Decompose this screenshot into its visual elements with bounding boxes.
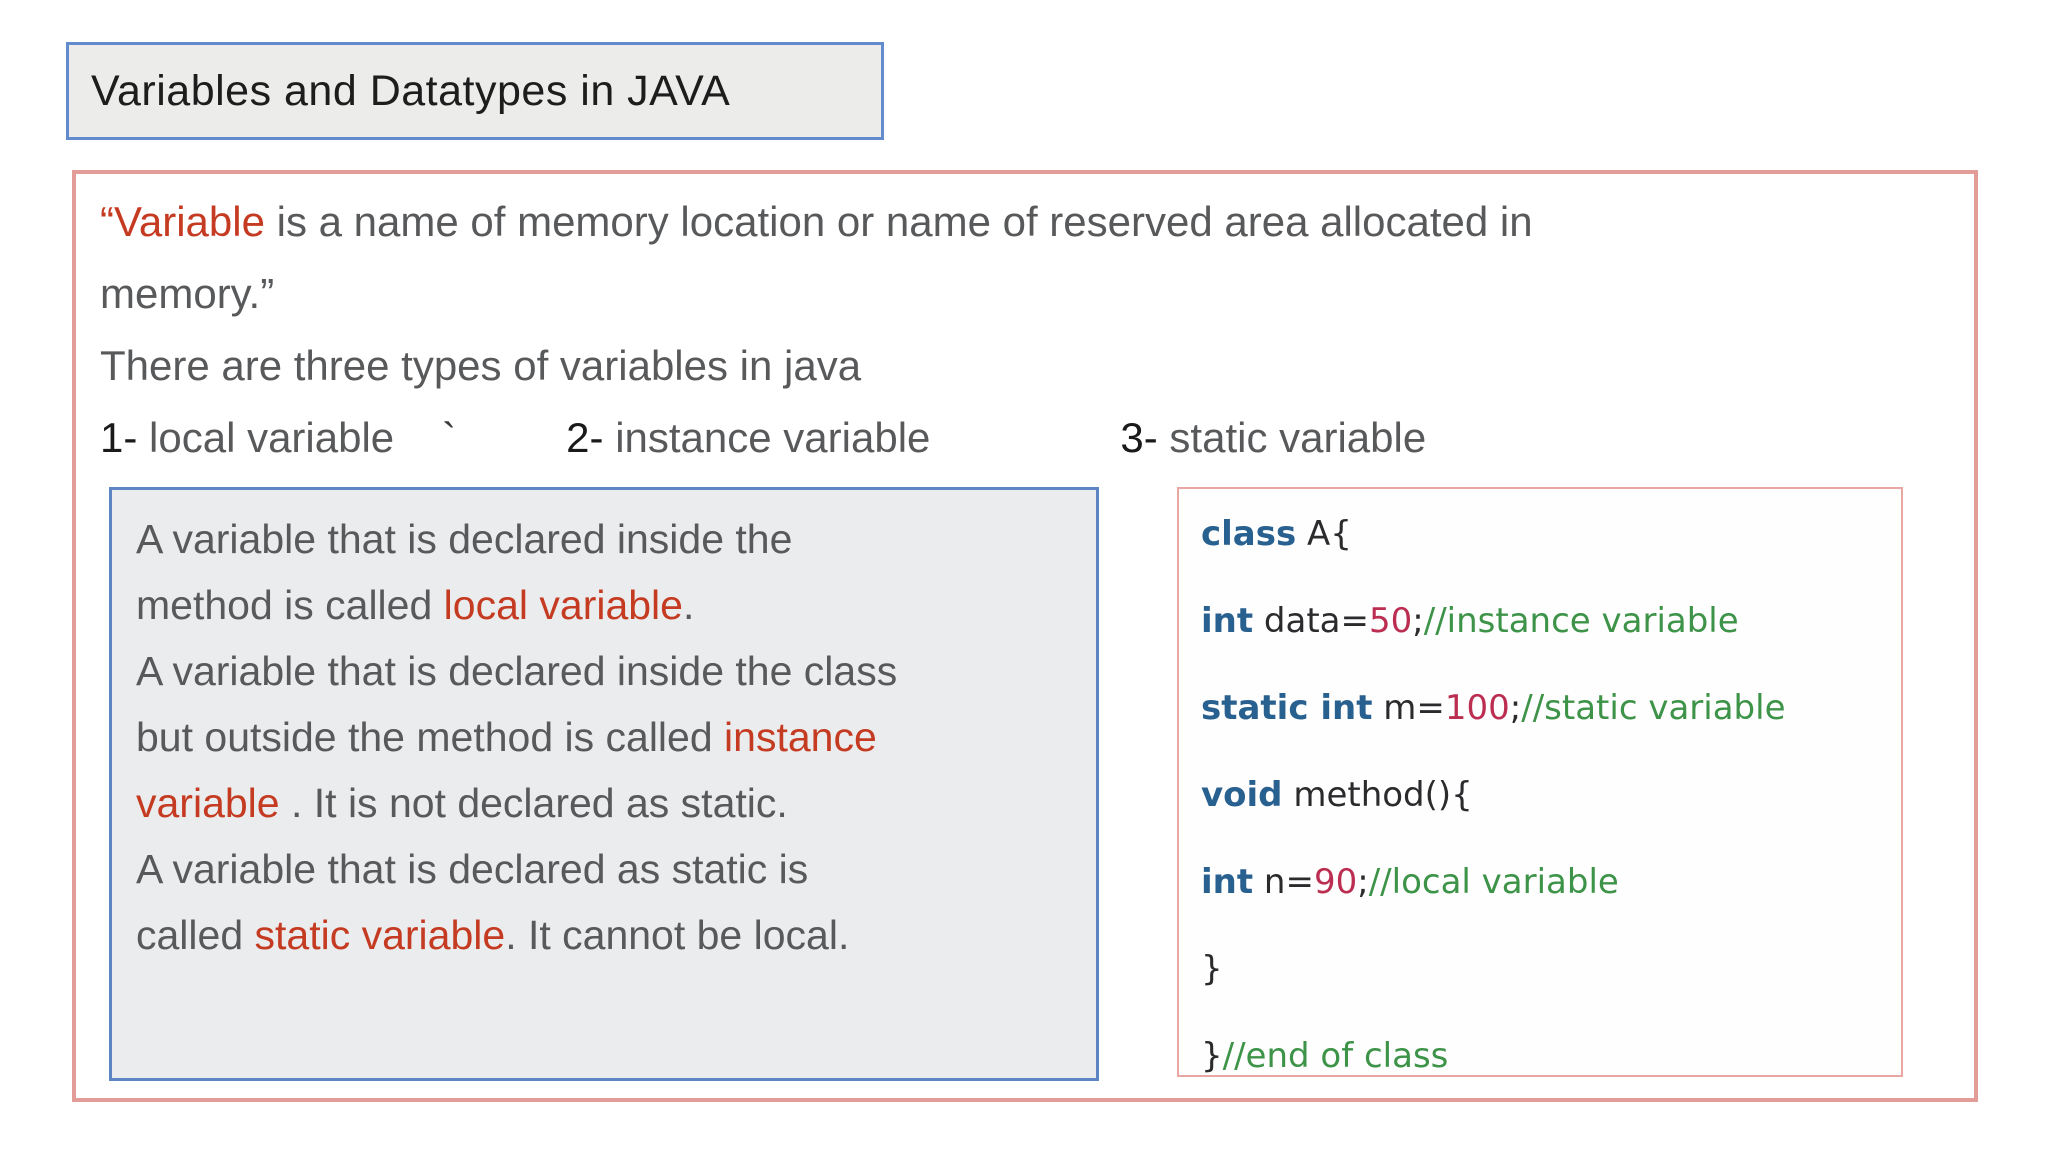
- backtick-separator: `: [442, 414, 457, 461]
- text-segment: . It cannot be local.: [505, 912, 850, 958]
- explanation-line: A variable that is declared as static is: [136, 836, 1096, 902]
- text-segment: }: [1201, 949, 1223, 989]
- text-segment: //end of class: [1222, 1036, 1449, 1076]
- type-number: 1-: [100, 414, 138, 461]
- text-segment: instance: [724, 714, 877, 760]
- intro-line: “Variable is a name of memory location o…: [100, 186, 1974, 258]
- explanation-line: called static variable. It cannot be loc…: [136, 902, 1096, 968]
- type-item-instance: 2- instance variable: [566, 402, 930, 474]
- text-segment: n=: [1253, 862, 1314, 902]
- explanation-line: method is called local variable.: [136, 572, 1096, 638]
- intro-line: memory.”: [100, 258, 1974, 330]
- type-label: local variable: [137, 414, 395, 461]
- text-segment: 90: [1313, 862, 1358, 902]
- text-segment: method(){: [1282, 775, 1473, 815]
- type-item-local: 1- local variable: [100, 402, 394, 474]
- intro-paragraph: “Variable is a name of memory location o…: [76, 174, 1974, 402]
- main-content-box: “Variable is a name of memory location o…: [72, 170, 1978, 1102]
- text-segment: called: [136, 912, 255, 958]
- text-segment: memory.”: [100, 270, 275, 317]
- text-segment: “Variable: [100, 198, 265, 245]
- text-segment: A variable that is declared as static is: [136, 846, 809, 892]
- type-item-static: 3- static variable: [1120, 402, 1426, 474]
- type-number: 2-: [566, 414, 604, 461]
- slide-title-box: Variables and Datatypes in JAVA: [66, 42, 884, 140]
- text-segment: .: [682, 582, 695, 628]
- text-segment: //instance variable: [1423, 601, 1739, 641]
- text-segment: static int: [1201, 688, 1373, 728]
- text-segment: int: [1201, 601, 1254, 641]
- text-segment: local variable: [443, 582, 683, 628]
- text-segment: variable: [136, 780, 280, 826]
- code-line: static int m=100;//static variable: [1201, 665, 1901, 752]
- explanation-line: A variable that is declared inside the: [136, 506, 1096, 572]
- explanation-box: A variable that is declared inside the me…: [109, 487, 1099, 1081]
- text-segment: ;: [1412, 601, 1424, 641]
- text-segment: A variable that is declared inside the: [136, 516, 793, 562]
- text-segment: data=: [1253, 601, 1370, 641]
- text-segment: //static variable: [1521, 688, 1786, 728]
- code-line: }//end of class: [1201, 1013, 1901, 1100]
- type-number: 3-: [1120, 414, 1158, 461]
- text-segment: void: [1201, 775, 1283, 815]
- text-segment: ;: [1509, 688, 1522, 728]
- text-segment: ;: [1357, 862, 1369, 902]
- text-segment: m=: [1372, 688, 1445, 728]
- intro-line: There are three types of variables in ja…: [100, 330, 1974, 402]
- explanation-line: but outside the method is called instanc…: [136, 704, 1096, 770]
- text-segment: There are three types of variables in ja…: [100, 342, 862, 389]
- code-line: int data=50;//instance variable: [1201, 578, 1901, 665]
- code-line: class A{: [1201, 491, 1901, 578]
- text-segment: but outside the method is called: [136, 714, 725, 760]
- text-segment: 100: [1444, 688, 1510, 728]
- variable-types-row: 1- local variable ` 2- instance variable…: [76, 402, 1974, 474]
- code-line: }: [1201, 926, 1901, 1013]
- explanation-line: A variable that is declared inside the c…: [136, 638, 1096, 704]
- type-label: static variable: [1157, 414, 1427, 461]
- text-segment: method is called: [136, 582, 444, 628]
- text-segment: class: [1201, 514, 1297, 554]
- code-line: void method(){: [1201, 752, 1901, 839]
- text-segment: is a name of memory location or name of …: [264, 198, 1533, 245]
- code-line: int n=90;//local variable: [1201, 839, 1901, 926]
- text-segment: A{: [1296, 514, 1352, 554]
- text-segment: static variable: [254, 912, 506, 958]
- text-segment: //local variable: [1368, 862, 1619, 902]
- content-columns: A variable that is declared inside the me…: [109, 487, 1974, 1081]
- type-label: instance variable: [603, 414, 931, 461]
- page-title: Variables and Datatypes in JAVA: [91, 66, 731, 115]
- text-segment: . It is not declared as static.: [279, 780, 788, 826]
- text-segment: int: [1201, 862, 1254, 902]
- text-segment: 50: [1369, 601, 1413, 641]
- text-segment: }: [1201, 1036, 1223, 1076]
- explanation-line: variable . It is not declared as static.: [136, 770, 1096, 836]
- text-segment: A variable that is declared inside the c…: [136, 648, 898, 694]
